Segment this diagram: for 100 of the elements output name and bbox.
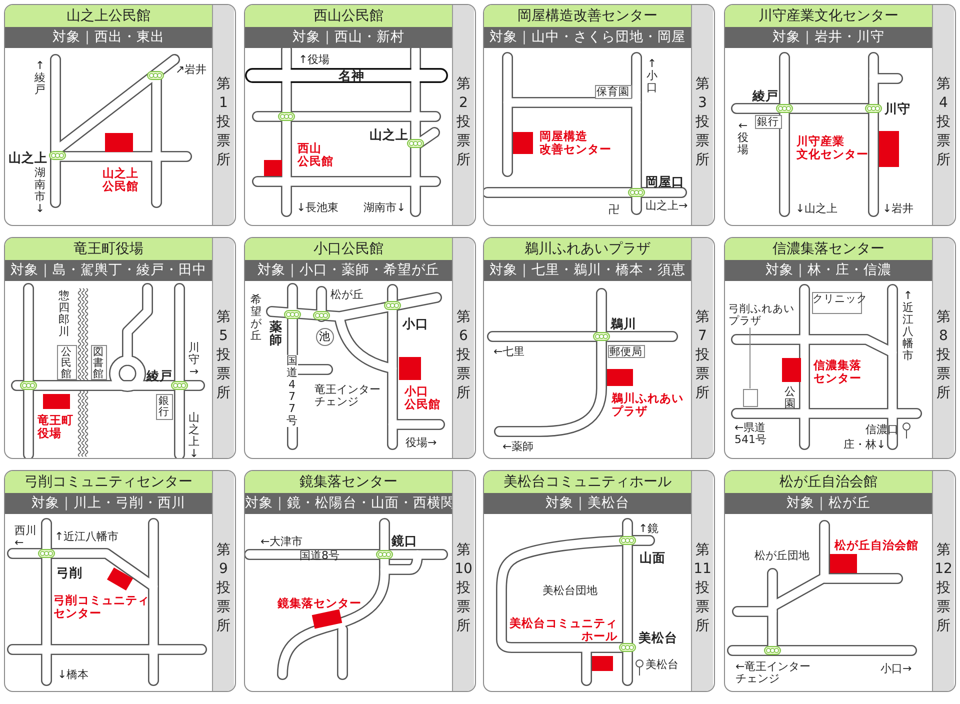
building-name: 鵜川ふれあいプラザ [612, 392, 684, 420]
building-name: 弓削コミュニティセンター [54, 594, 150, 622]
place-label: 鏡口 [392, 534, 418, 548]
place-label: 小口→ [880, 662, 912, 676]
place-label: 公園 [784, 386, 796, 410]
map-panel [4, 237, 236, 459]
target-area-bar: 対象｜小口・薬師・希望が丘 [245, 260, 452, 281]
polling-station-number: 第2投票所 [452, 5, 474, 225]
river-name: 惣四郎川 [58, 290, 70, 338]
building-name: 松が丘自治会館 [834, 538, 918, 552]
place-label: ←七里 [494, 346, 525, 358]
place-label: ↓橋本 [58, 668, 89, 682]
place-label: 川守→ [188, 342, 200, 378]
polling-station-number: 第6投票所 [452, 238, 474, 458]
place-label: 美松台団地 [542, 584, 598, 598]
building-name: 西山公民館 [298, 142, 334, 170]
place-label: 小口 [402, 316, 428, 331]
road-name: 国道477号 [286, 354, 298, 428]
building-marker [606, 368, 632, 386]
polling-station-number: 第3投票所 [691, 5, 713, 225]
place-label: 美松台 [646, 658, 678, 672]
place-label: 弓削 [56, 566, 82, 580]
map-panel [724, 470, 956, 692]
building-name: 信濃集落センター [814, 358, 862, 386]
place-label: 鵜川 [610, 316, 636, 331]
panel-title: 竜王町役場 [5, 238, 212, 260]
building-marker [104, 132, 132, 152]
building-outline [742, 388, 758, 406]
panel-title: 岡屋構造改善センター [484, 5, 691, 27]
panel-title: 川守産業文化センター [725, 5, 932, 27]
panel-title: 信濃集落センター [725, 238, 932, 260]
target-area-bar: 対象｜山中・さくら団地・岡屋 [484, 27, 691, 48]
building-name: 山之上公民館 [102, 166, 138, 194]
panel-title: 松が丘自治会館 [725, 471, 932, 493]
building-name: 川守産業文化センター [796, 134, 868, 162]
building-name: 竜王町役場 [38, 414, 74, 442]
building-marker [512, 132, 532, 154]
target-area-bar: 対象｜林・庄・信濃 [725, 260, 932, 281]
building-name: 美松台コミュニティホール [510, 616, 618, 644]
place-label: 山之上→ [646, 200, 688, 212]
place-label: 美松台 [638, 630, 678, 645]
building-name: 小口公民館 [404, 384, 440, 412]
place-label: 役場→ [406, 436, 437, 450]
panel-title: 西山公民館 [245, 5, 452, 27]
road-name: 国道8号 [300, 550, 340, 562]
place-label: 弓削ふれあいプラザ [728, 302, 794, 327]
place-label: 薬師 [270, 320, 282, 347]
place-label: ↑近江八幡市 [54, 530, 119, 544]
map-panel [483, 4, 715, 226]
place-label: 庄・林↓ [844, 438, 886, 452]
map-panel [724, 4, 956, 226]
place-label: ↗岩井 [176, 64, 207, 76]
place-label: ←役場 [738, 120, 748, 156]
landmark-label-box: 保育園 [594, 84, 632, 98]
landmark-label-box: 公民館 [56, 344, 76, 380]
place-label: ←県道541号 [734, 422, 766, 447]
map-panel [483, 237, 715, 459]
place-label: 信濃口 [866, 424, 898, 436]
place-label: ↓長池東 [296, 202, 339, 214]
building-marker [782, 358, 800, 382]
place-label: ↑鏡 [638, 522, 659, 536]
target-area-bar: 対象｜島・駕輿丁・綾戸・田中 [5, 260, 212, 281]
place-label: ↑近江八幡市 [902, 290, 914, 362]
building-name: 鏡集落センター [278, 596, 362, 610]
polling-station-number: 第1投票所 [212, 5, 234, 225]
target-area-bar: 対象｜七里・鵜川・橋本・須恵 [484, 260, 691, 281]
road-name: 名神 [338, 68, 364, 83]
target-area-bar: 対象｜川上・弓削・西川 [5, 493, 212, 514]
polling-station-number: 第7投票所 [691, 238, 713, 458]
map-panel [483, 470, 715, 692]
polling-station-number: 第12投票所 [932, 471, 954, 691]
panel-title: 小口公民館 [245, 238, 452, 260]
place-label: 綾戸 [146, 368, 172, 383]
place-label: ↓山之上 [796, 202, 838, 216]
building-marker [592, 656, 612, 670]
map-panel [4, 470, 236, 692]
panel-title: 弓削コミュニティセンター [5, 471, 212, 493]
place-label: 山面 [640, 550, 666, 565]
place-label: 湖南市↓ [364, 202, 406, 214]
landmark-label-box: 図書館 [90, 344, 106, 380]
target-area-bar: 対象｜岩井・川守 [725, 27, 932, 48]
map-panel [4, 4, 236, 226]
polling-station-number: 第8投票所 [932, 238, 954, 458]
map-panel [244, 470, 476, 692]
place-label: 岡屋口 [646, 174, 684, 189]
target-area-bar: 対象｜西山・新村 [245, 27, 452, 48]
target-area-bar: 対象｜松が丘 [725, 493, 932, 514]
place-label: ←薬師 [502, 440, 534, 454]
polling-station-number: 第9投票所 [212, 471, 234, 691]
map-symbol: 卍 [608, 204, 620, 216]
place-label: 綾戸 [752, 88, 778, 103]
map-panel [244, 237, 476, 459]
landmark-label-box: 銀行 [754, 114, 782, 128]
place-label: ↑小口 [646, 58, 658, 94]
place-label: ↑役場 [298, 54, 330, 66]
place-label: 竜王インターチェンジ [314, 384, 380, 409]
polling-station-number: 第4投票所 [932, 5, 954, 225]
place-label: 松が丘 [330, 288, 364, 302]
building-marker [398, 356, 420, 380]
polling-station-number: 第10投票所 [452, 471, 474, 691]
